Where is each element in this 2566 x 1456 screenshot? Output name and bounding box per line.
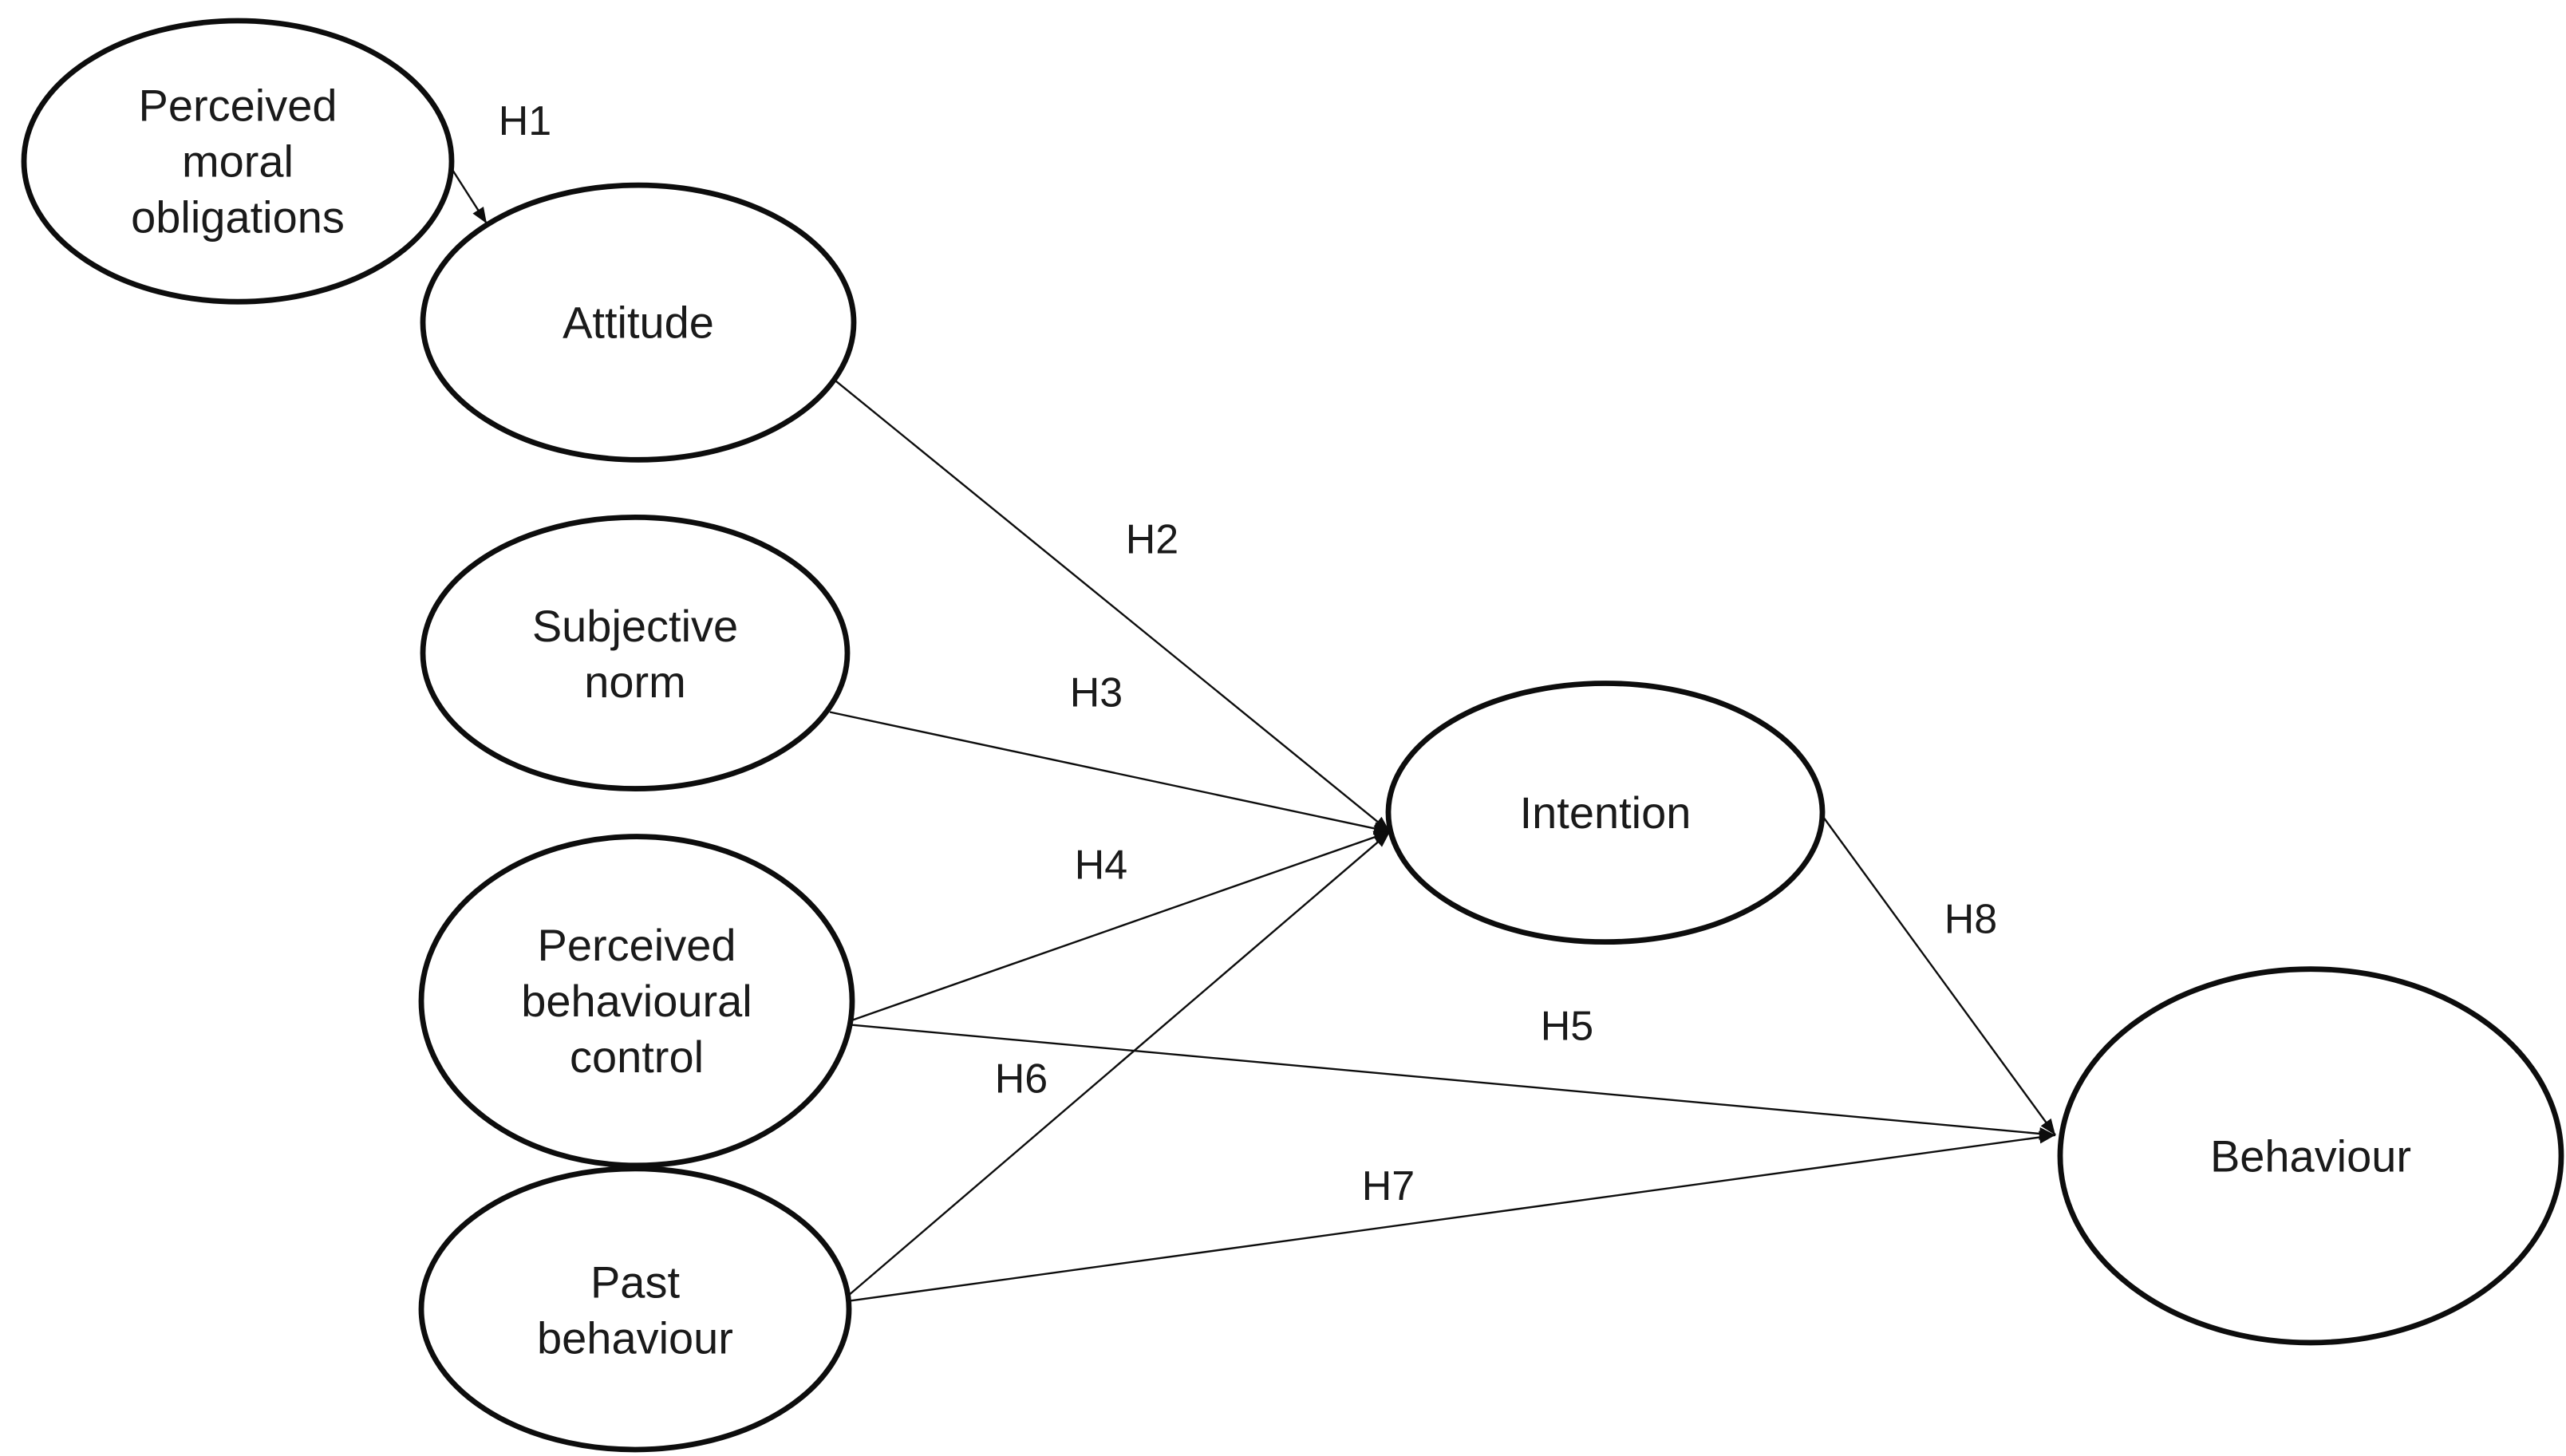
node-label-line: obligations (131, 192, 345, 243)
node-label-line: Attitude (563, 298, 714, 348)
node-label-line: Behaviour (2210, 1130, 2411, 1181)
edge-label-H1: H1 (499, 98, 551, 144)
node-label-line: Subjective (532, 601, 738, 651)
node-label-line: behavioural (521, 976, 752, 1026)
edge-line-H2 (834, 379, 1391, 833)
arrowheads-layer (472, 206, 2055, 1144)
edge-line-H6 (847, 831, 1391, 1297)
node-label-intention: Intention (1520, 787, 1692, 838)
node-label-line: moral (182, 136, 294, 187)
edge-label-H3: H3 (1070, 669, 1123, 716)
nodes-layer (21, 18, 2564, 1453)
edge-label-H5: H5 (1541, 1004, 1593, 1050)
node-label-line: Perceived (538, 920, 736, 970)
node-label-line: Perceived (139, 81, 338, 131)
arrowhead-H1 (472, 206, 487, 224)
edge-line-H7 (847, 1134, 2056, 1303)
arrowhead-H2 (1373, 816, 1390, 832)
node-ellipse-behaviour (2057, 966, 2564, 1346)
node-ellipse-intention (1385, 681, 1826, 945)
edge-line-H3 (829, 711, 1391, 833)
edge-label-H6: H6 (995, 1056, 1048, 1103)
node-ellipse-subjective-norm (420, 514, 851, 791)
node-label-line: norm (584, 657, 686, 707)
edge-label-H4: H4 (1075, 842, 1127, 889)
node-ellipse-perceived-behavioural-control (418, 834, 855, 1169)
node-ellipse-past-behaviour (418, 1166, 852, 1453)
edge-label-H8: H8 (1944, 897, 1997, 943)
node-label-perceived-behavioural-control: Perceived behavioural control (521, 920, 752, 1082)
node-label-line: control (570, 1032, 704, 1082)
node-ellipse-attitude (420, 182, 857, 463)
edge-label-H7: H7 (1362, 1163, 1415, 1209)
arrowhead-H8 (2040, 1118, 2055, 1135)
node-label-line: Intention (1520, 787, 1692, 838)
edge-line-H5 (851, 1024, 2056, 1136)
node-label-behaviour: Behaviour (2210, 1130, 2411, 1181)
arrowhead-H7 (2039, 1130, 2055, 1144)
edge-label-H2: H2 (1126, 516, 1178, 562)
edge-line-H4 (851, 831, 1391, 1021)
node-label-line: Past (590, 1257, 680, 1307)
arrowhead-H6 (1373, 831, 1390, 847)
node-label-attitude: Attitude (563, 298, 714, 348)
node-label-subjective-norm: Subjective norm (532, 601, 738, 707)
edge-line-H8 (1822, 815, 2056, 1136)
node-ellipse-perceived-moral-obligations (21, 18, 455, 305)
edges-layer (448, 165, 2056, 1303)
node-label-line: behaviour (537, 1312, 733, 1363)
